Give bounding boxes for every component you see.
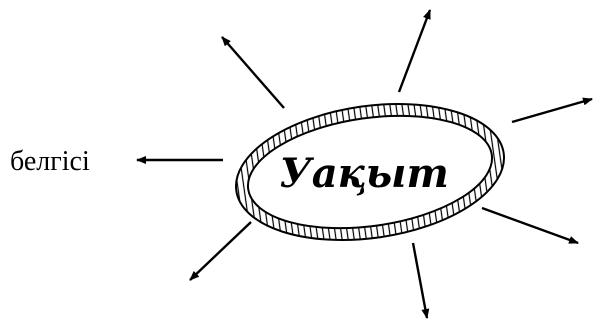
arrow-lower-left [189, 221, 252, 281]
center-label: Уақыт [279, 150, 449, 197]
arrow-right-lower [481, 206, 579, 245]
arrow-up [397, 9, 432, 93]
side-label: белгісі [10, 146, 90, 177]
arrow-down [411, 242, 430, 319]
ring-band [235, 102, 505, 242]
time-ring [235, 102, 505, 242]
arrow-right-upper [511, 97, 593, 124]
arrow-upper-left [221, 36, 285, 109]
